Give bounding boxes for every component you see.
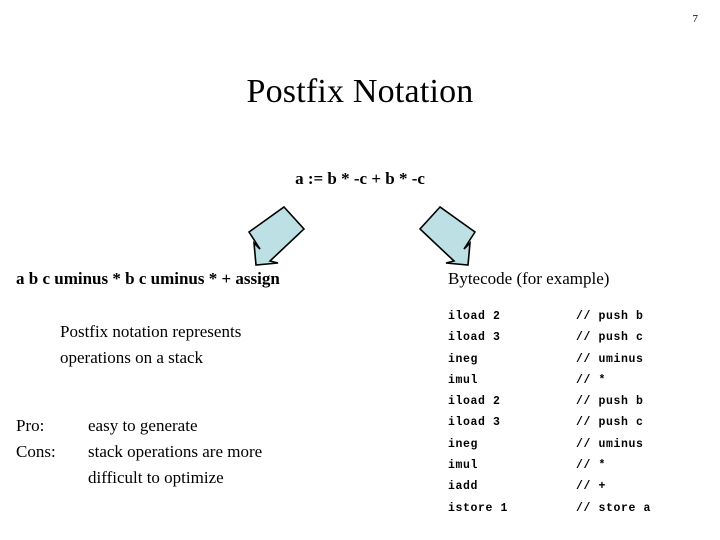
bytecode-instruction: ineg	[448, 352, 479, 366]
arrow-down-left-icon	[248, 205, 306, 267]
bytecode-instruction: iload 3	[448, 331, 501, 345]
list-item: Pro: easy to generate	[16, 413, 430, 439]
stack-note-line: Postfix notation represents	[60, 322, 242, 341]
bytecode-listing: iload 2 // push b iload 3 // push c ineg…	[448, 306, 720, 519]
bytecode-instruction: imul	[448, 459, 479, 473]
table-row: iadd // +	[448, 476, 720, 497]
table-row: imul // *	[448, 455, 720, 476]
list-item: Cons: stack operations are more	[16, 439, 430, 465]
bytecode-instruction: ineg	[448, 437, 479, 451]
bytecode-instruction: iadd	[448, 480, 479, 494]
bytecode-instruction: iload 3	[448, 416, 501, 430]
bytecode-comment: // store a	[576, 501, 652, 515]
bytecode-instruction: iload 2	[448, 310, 501, 323]
postfix-expression: a b c uminus * b c uminus * + assign	[16, 269, 280, 288]
cons-value: stack operations are more	[88, 442, 263, 461]
bytecode-comment: // *	[576, 459, 607, 473]
table-row: ineg // uminus	[448, 349, 720, 370]
stack-note-line: operations on a stack	[60, 348, 204, 367]
pro-value: easy to generate	[88, 416, 198, 435]
bytecode-comment: // push b	[576, 310, 644, 323]
pros-cons-list: Pro: easy to generate Cons: stack operat…	[0, 413, 430, 491]
arrow-down-right-icon	[418, 205, 476, 267]
bytecode-comment: // +	[576, 480, 607, 494]
left-column: a b c uminus * b c uminus * + assign Pos…	[0, 268, 430, 491]
bytecode-instruction: iload 2	[448, 395, 501, 409]
table-row: iload 2 // push b	[448, 306, 720, 327]
bytecode-comment: // *	[576, 373, 607, 387]
cons-value-continuation: difficult to optimize	[88, 468, 224, 487]
list-item: difficult to optimize	[16, 465, 430, 491]
bytecode-instruction: imul	[448, 373, 479, 387]
page-title: Postfix Notation	[246, 73, 474, 110]
table-row: istore 1 // store a	[448, 498, 720, 519]
right-column: Bytecode (for example) iload 2 // push b…	[448, 268, 720, 519]
bytecode-comment: // uminus	[576, 352, 644, 366]
bytecode-instruction: istore 1	[448, 501, 509, 515]
bytecode-comment: // push c	[576, 331, 644, 345]
bytecode-comment: // push b	[576, 395, 644, 409]
bytecode-comment: // uminus	[576, 437, 644, 451]
bytecode-heading: Bytecode (for example)	[448, 269, 610, 288]
table-row: iload 3 // push c	[448, 327, 720, 348]
table-row: imul // *	[448, 370, 720, 391]
page-number: 7	[692, 13, 699, 25]
table-row: ineg // uminus	[448, 434, 720, 455]
bytecode-comment: // push c	[576, 416, 644, 430]
pro-label: Pro:	[16, 416, 45, 435]
infix-expression: a := b * -c + b * -c	[295, 169, 425, 188]
table-row: iload 3 // push c	[448, 412, 720, 433]
cons-label: Cons:	[16, 442, 56, 461]
stack-note: Postfix notation represents operations o…	[0, 319, 430, 371]
table-row: iload 2 // push b	[448, 391, 720, 412]
